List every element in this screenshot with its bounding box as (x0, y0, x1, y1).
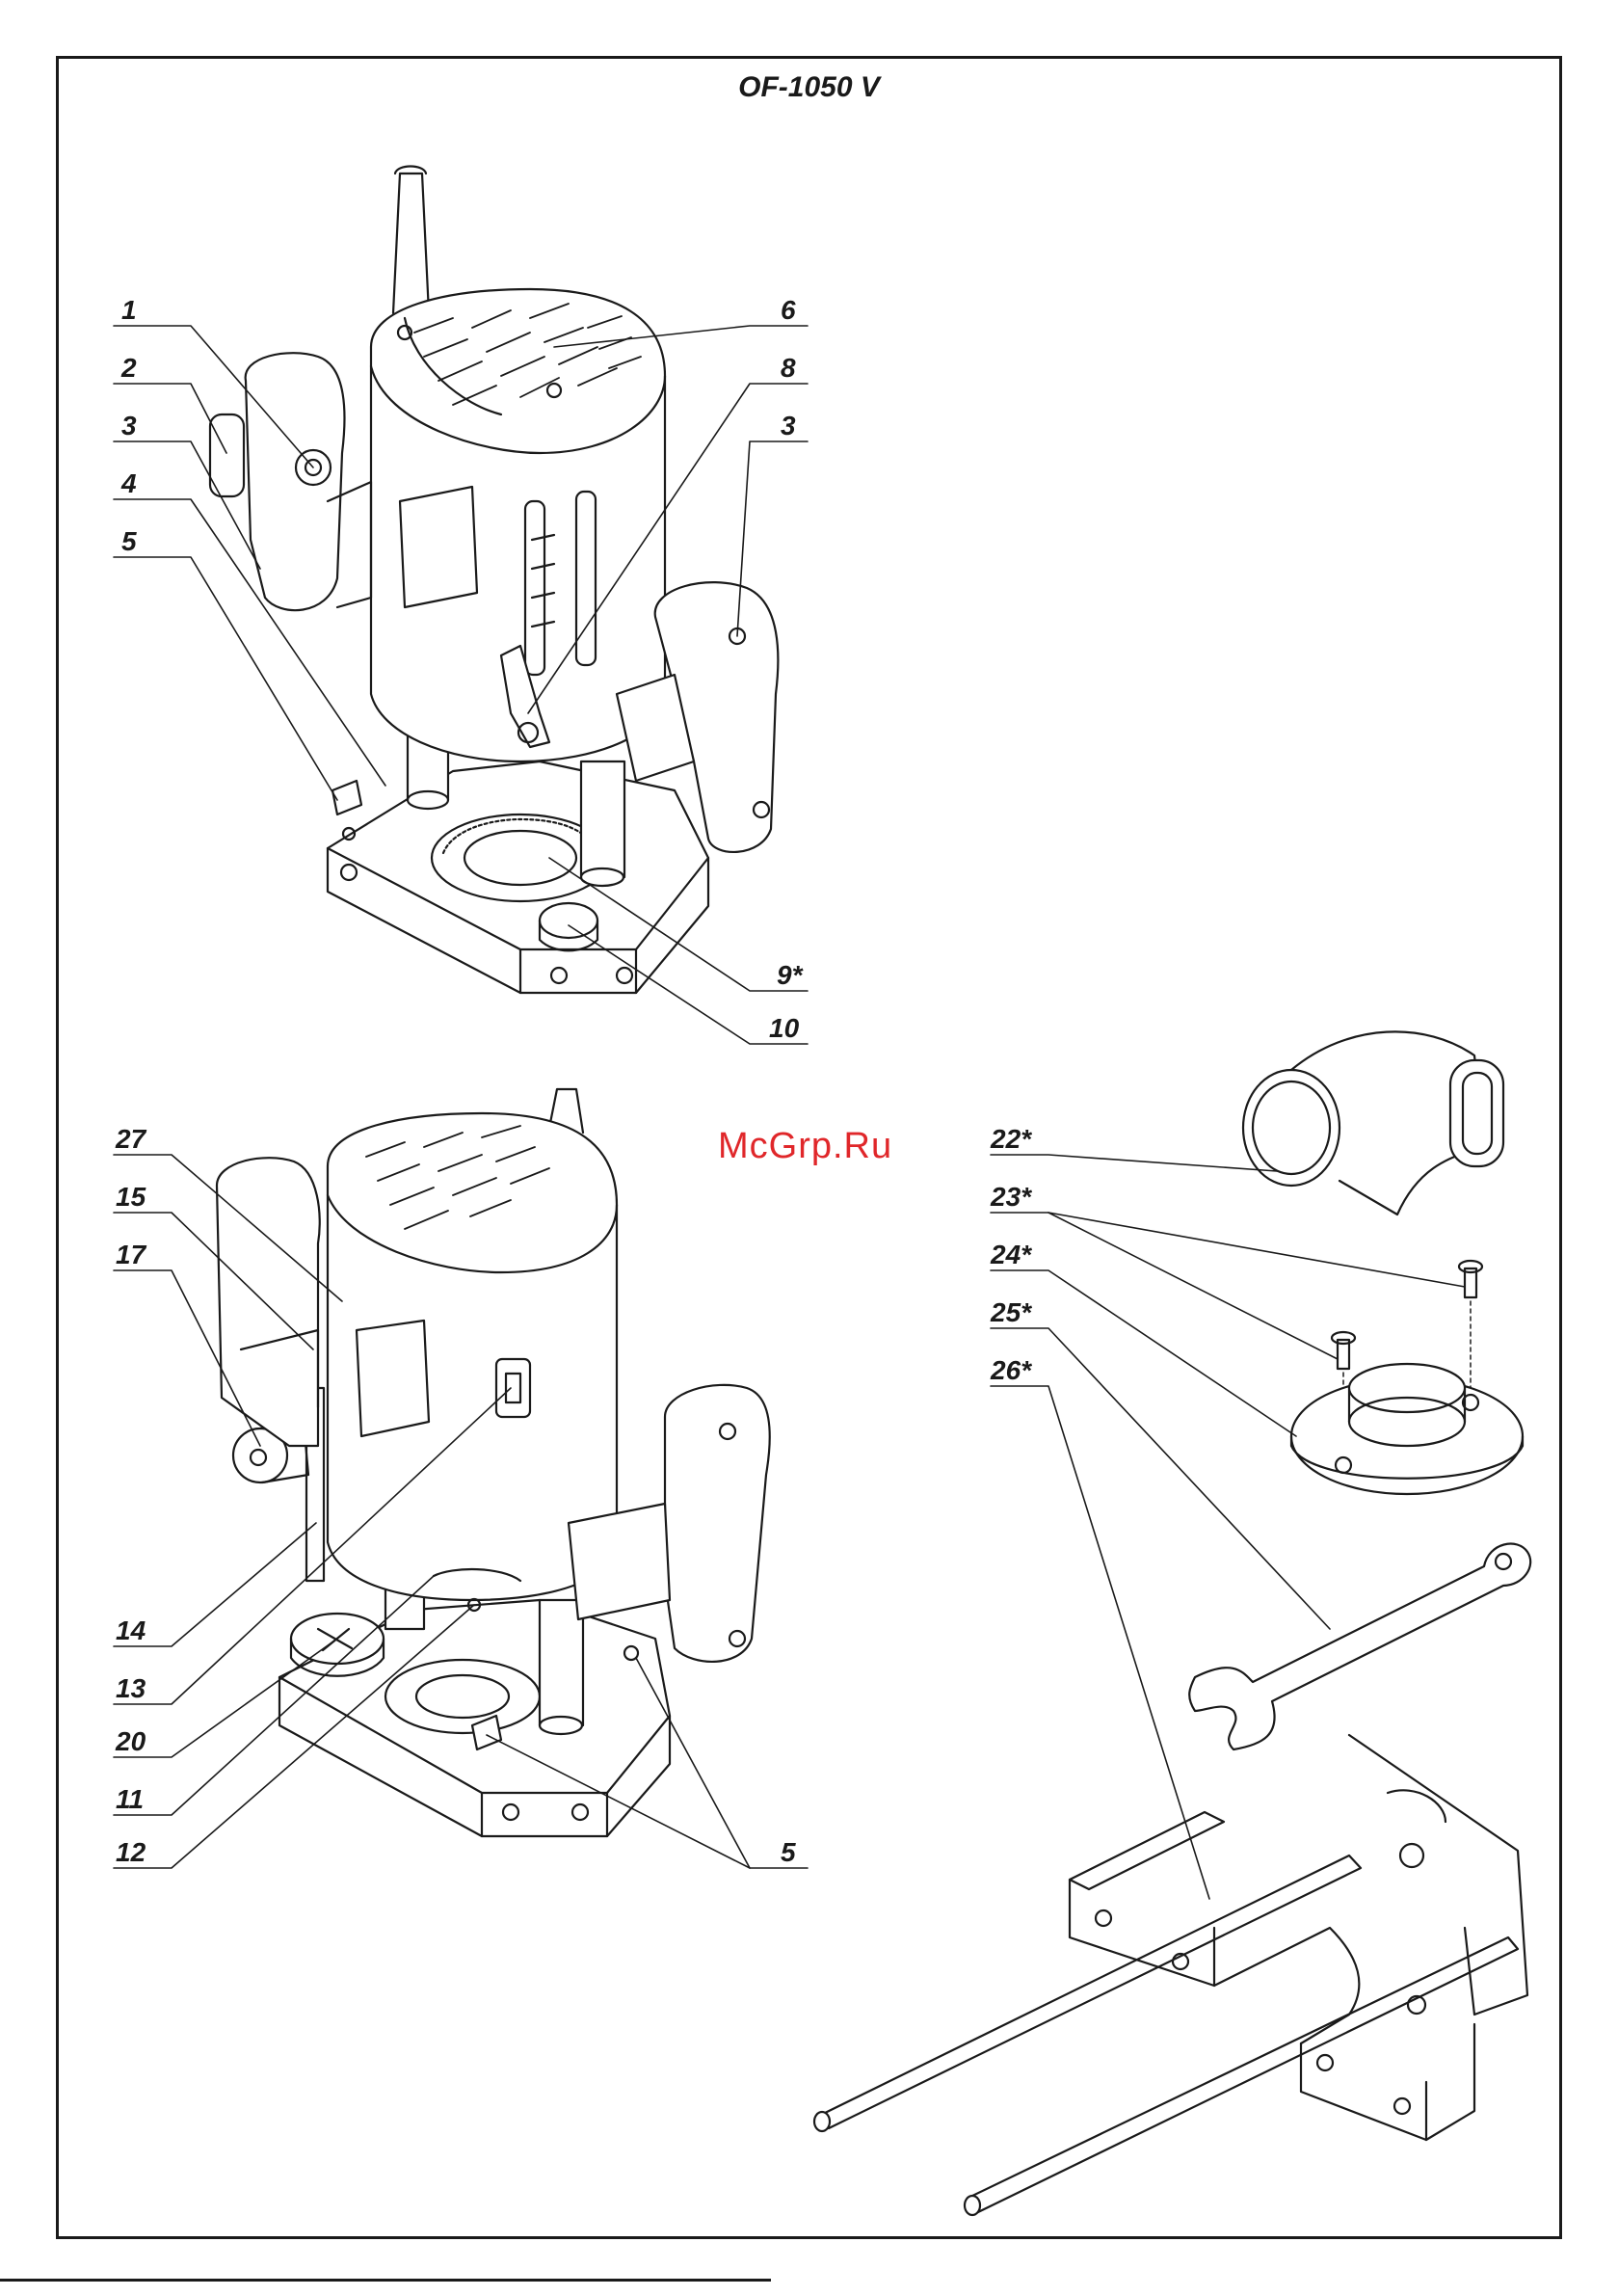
callout-3-left: 3 (121, 413, 137, 440)
callout-26: 26* (991, 1357, 1031, 1384)
callout-17: 17 (116, 1241, 146, 1268)
callout-11: 11 (116, 1786, 144, 1813)
wrench-25 (1189, 1544, 1530, 1749)
callout-4: 4 (121, 470, 137, 497)
callout-9: 9* (777, 962, 802, 989)
callout-8: 8 (781, 355, 796, 382)
callout-3-right: 3 (781, 413, 796, 440)
callout-15: 15 (116, 1184, 146, 1211)
page-footer-rule (0, 2279, 771, 2282)
callout-20: 20 (116, 1728, 146, 1755)
callout-1: 1 (121, 297, 137, 324)
parallel-guide-26 (814, 1735, 1527, 2215)
router-top-view (210, 167, 778, 994)
callout-23: 23* (991, 1184, 1031, 1211)
callout-5-top: 5 (121, 528, 137, 555)
callout-6: 6 (781, 297, 796, 324)
callout-5-bottom: 5 (781, 1839, 796, 1866)
adapter-flange-24 (1291, 1364, 1523, 1494)
callout-10: 10 (769, 1015, 799, 1042)
callout-24: 24* (991, 1241, 1031, 1268)
router-bottom-view (217, 1089, 770, 1836)
dust-elbow-22 (1243, 1031, 1503, 1215)
callout-27: 27 (116, 1126, 146, 1153)
callout-25: 25* (991, 1299, 1031, 1326)
callout-13: 13 (116, 1675, 146, 1702)
callout-2: 2 (121, 355, 137, 382)
callout-14: 14 (116, 1617, 146, 1644)
callout-12: 12 (116, 1839, 146, 1866)
callout-22: 22* (991, 1126, 1031, 1153)
